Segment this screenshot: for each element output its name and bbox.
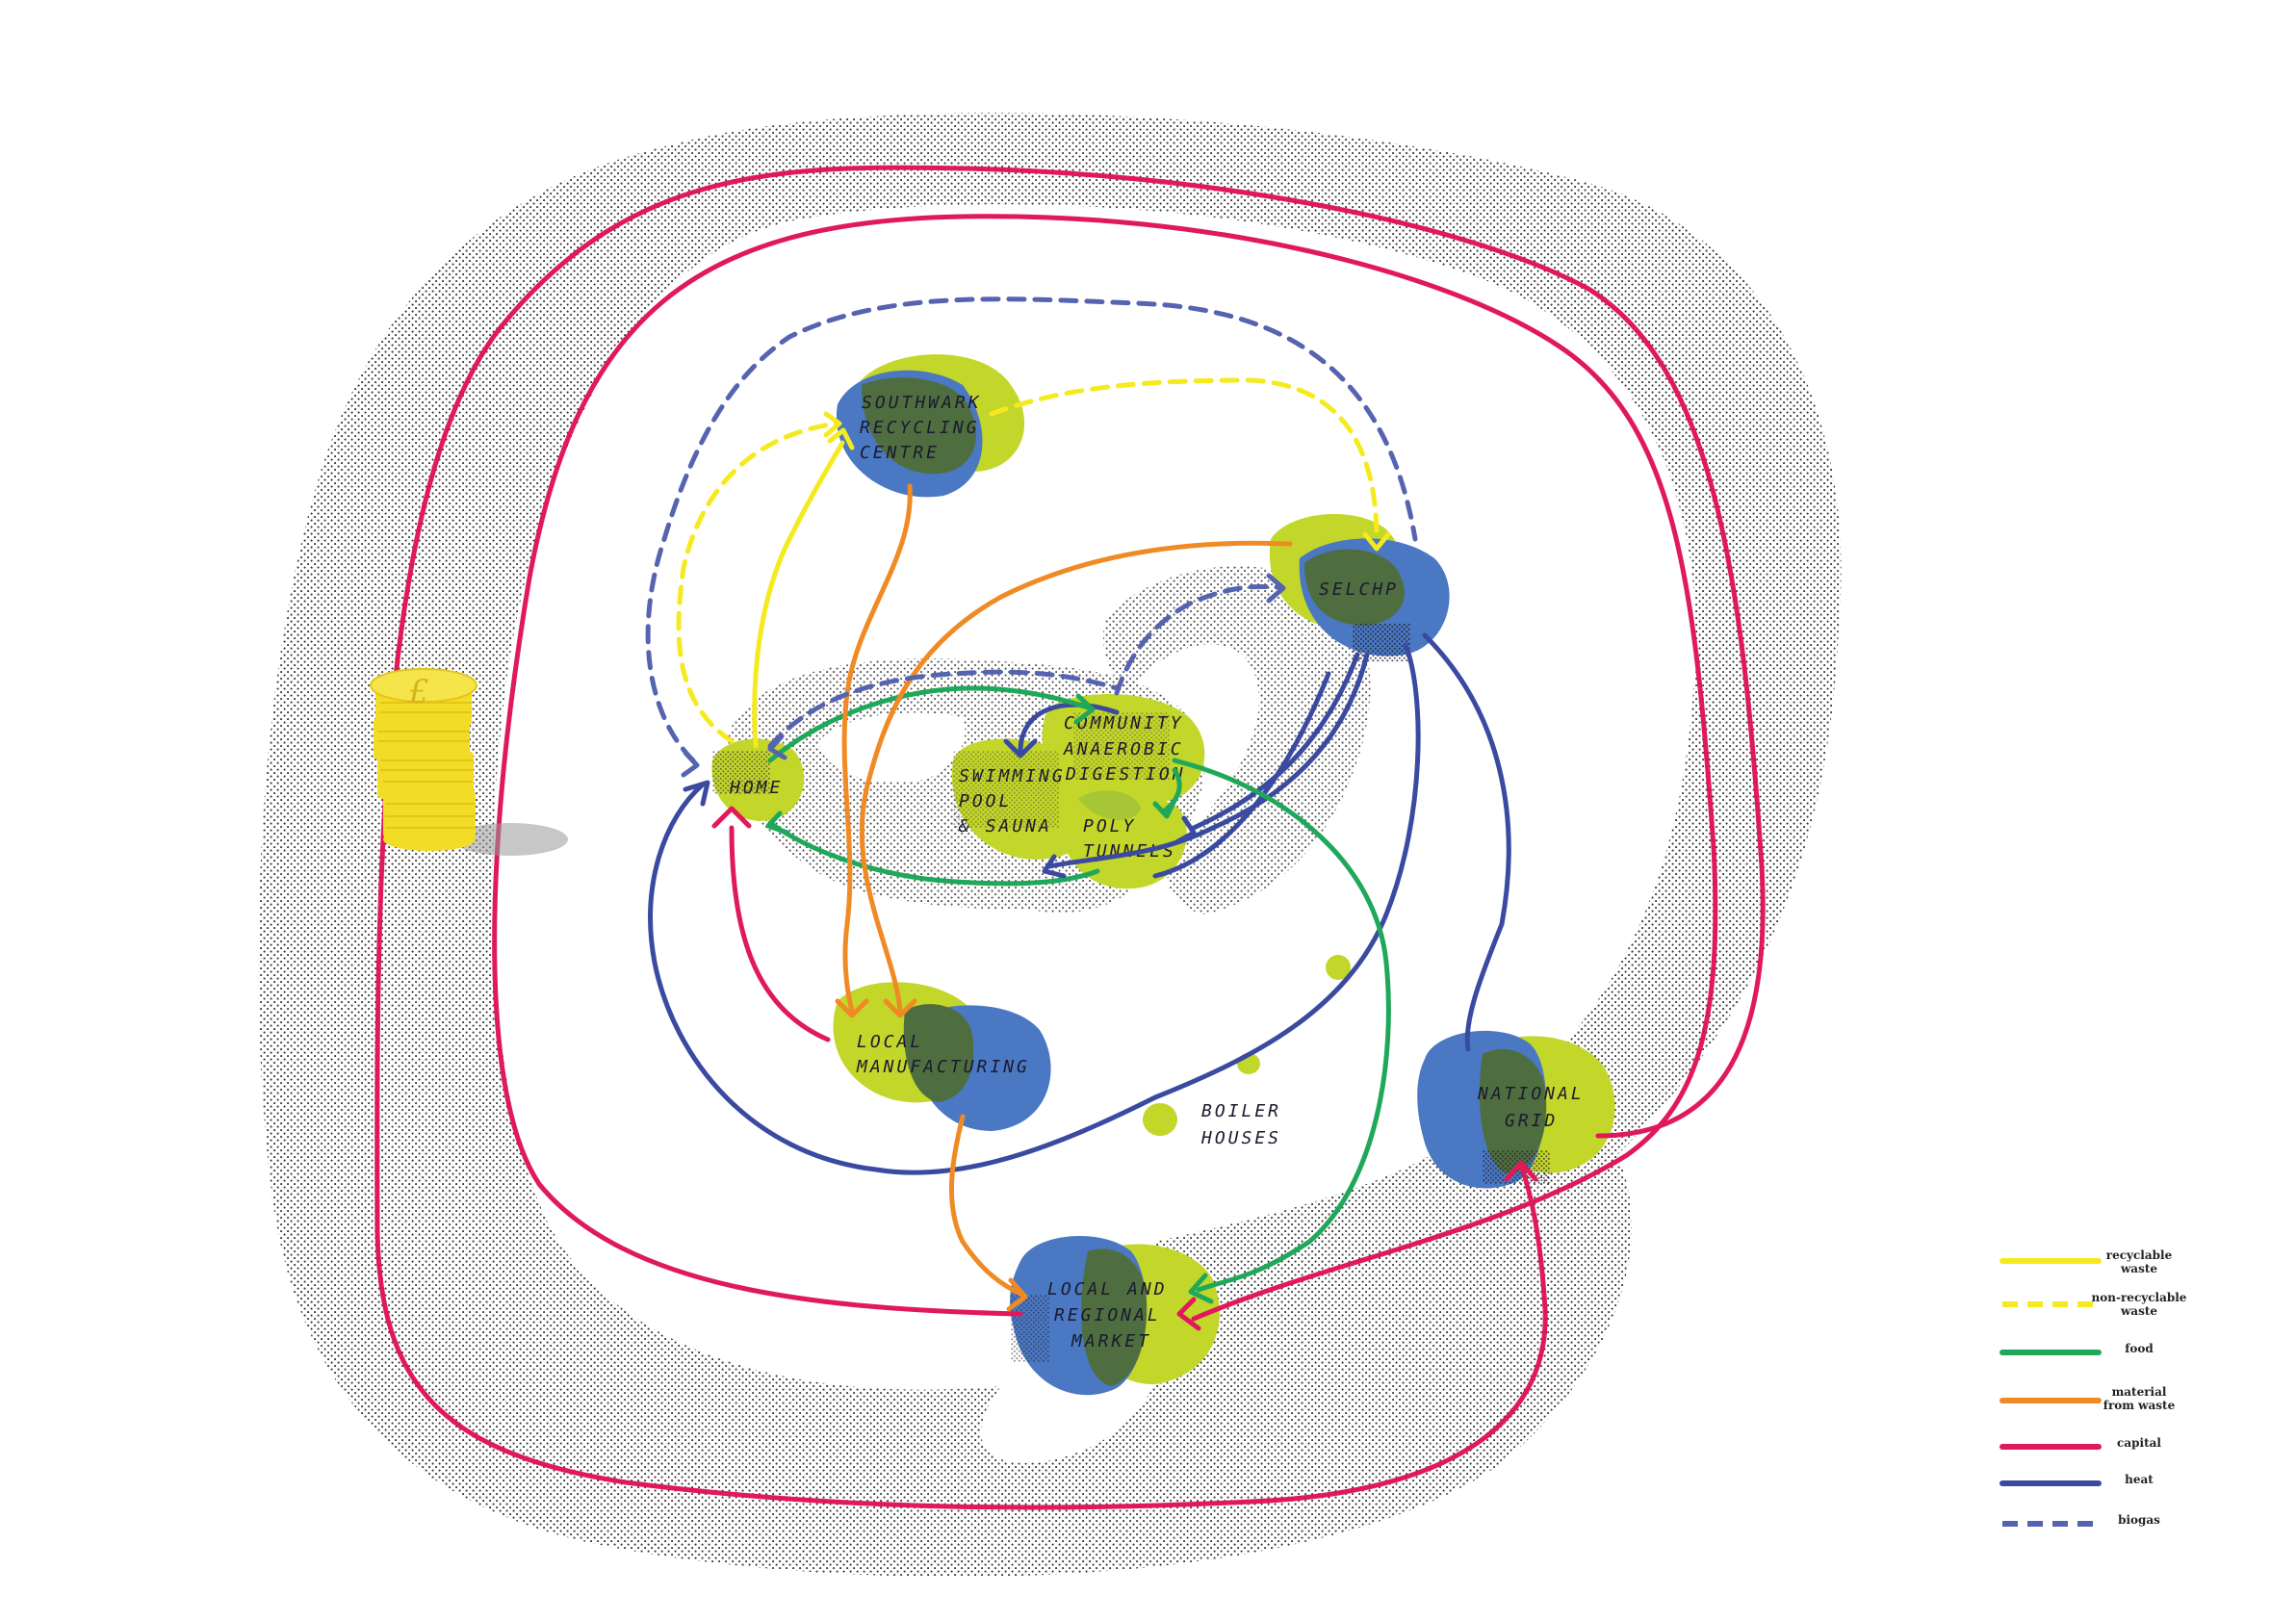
- pound-coin-stack-icon: £: [370, 668, 568, 856]
- node-label-home: HOME: [729, 778, 783, 798]
- legend-item-recyclable-waste: recyclable waste: [1999, 1248, 2173, 1275]
- legend-item-capital: capital: [1999, 1436, 2161, 1450]
- svg-text:£: £: [407, 673, 429, 711]
- legend-label-capital: capital: [2117, 1436, 2161, 1450]
- node-label-southwark-1: SOUTHWARK: [862, 393, 982, 413]
- node-label-grid-1: NATIONAL: [1477, 1084, 1585, 1104]
- legend-label-heat: heat: [2125, 1473, 2154, 1486]
- flows-food: [767, 685, 1391, 1293]
- node-regional-market: LOCAL AND REGIONAL MARKET: [1010, 1235, 1220, 1396]
- node-label-market-2: REGIONAL: [1054, 1305, 1161, 1325]
- flows-material: [841, 483, 1293, 1298]
- node-label-market-3: MARKET: [1071, 1331, 1151, 1351]
- node-label-anaerobic-3: DIGESTION: [1065, 764, 1186, 785]
- node-label-swimming-3: & SAUNA: [958, 816, 1052, 836]
- node-label-poly-1: POLY: [1083, 816, 1136, 836]
- legend-label-recyclable-1: recyclable: [2106, 1248, 2173, 1262]
- legend-label-biogas: biogas: [2118, 1513, 2160, 1527]
- boiler-houses-label: BOILER HOUSES: [1200, 1101, 1281, 1148]
- node-label-selchp: SELCHP: [1319, 579, 1399, 600]
- legend-item-food: food: [1999, 1342, 2154, 1355]
- flows-capital: [374, 165, 1766, 1510]
- legend-label-non-recyclable-1: non-recyclable: [2092, 1291, 2187, 1304]
- node-label-swimming-2: POOL: [959, 791, 1012, 811]
- node-label-manufacturing-2: MANUFACTURING: [856, 1057, 1030, 1077]
- legend: recyclable waste non-recyclable waste fo…: [1999, 1248, 2187, 1527]
- legend-label-recyclable-2: waste: [2120, 1262, 2157, 1275]
- node-national-grid: NATIONAL GRID: [1417, 1030, 1615, 1189]
- legend-item-heat: heat: [1999, 1473, 2154, 1486]
- node-label-market-1: LOCAL AND: [1047, 1279, 1168, 1299]
- legend-item-material-from-waste: material from waste: [1999, 1385, 2176, 1412]
- node-local-manufacturing: LOCAL MANUFACTURING: [833, 982, 1051, 1131]
- flows-heat: [648, 632, 1511, 1175]
- flows-recyclable: [752, 440, 845, 749]
- node-label-boiler-2: HOUSES: [1200, 1128, 1281, 1148]
- legend-label-material-2: from waste: [2103, 1399, 2176, 1412]
- node-label-southwark-3: CENTRE: [860, 443, 940, 463]
- node-home: HOME: [711, 738, 805, 821]
- legend-label-food: food: [2125, 1342, 2154, 1355]
- legend-label-material-1: material: [2112, 1385, 2167, 1399]
- node-cluster-community: COMMUNITY ANAEROBIC DIGESTION SWIMMING P…: [951, 694, 1205, 889]
- node-label-anaerobic-2: ANAEROBIC: [1063, 739, 1184, 759]
- node-southwark-recycling-centre: SOUTHWARK RECYCLING CENTRE: [836, 354, 1025, 498]
- node-label-manufacturing-1: LOCAL: [857, 1032, 923, 1052]
- legend-label-non-recyclable-2: waste: [2120, 1304, 2157, 1318]
- node-label-southwark-2: RECYCLING: [860, 418, 980, 438]
- legend-item-non-recyclable-waste: non-recyclable waste: [2002, 1291, 2187, 1318]
- flows-biogas: [645, 296, 1418, 763]
- node-label-grid-2: GRID: [1505, 1111, 1558, 1131]
- arrowheads: [681, 411, 1538, 1331]
- node-label-anaerobic-1: COMMUNITY: [1064, 713, 1184, 733]
- node-label-swimming-1: SWIMMING: [959, 766, 1066, 786]
- node-label-boiler-1: BOILER: [1201, 1101, 1281, 1121]
- flows-non-recyclable: [676, 377, 1380, 744]
- boiler-house-markers: [1143, 955, 1351, 1136]
- legend-item-biogas: biogas: [2002, 1513, 2160, 1527]
